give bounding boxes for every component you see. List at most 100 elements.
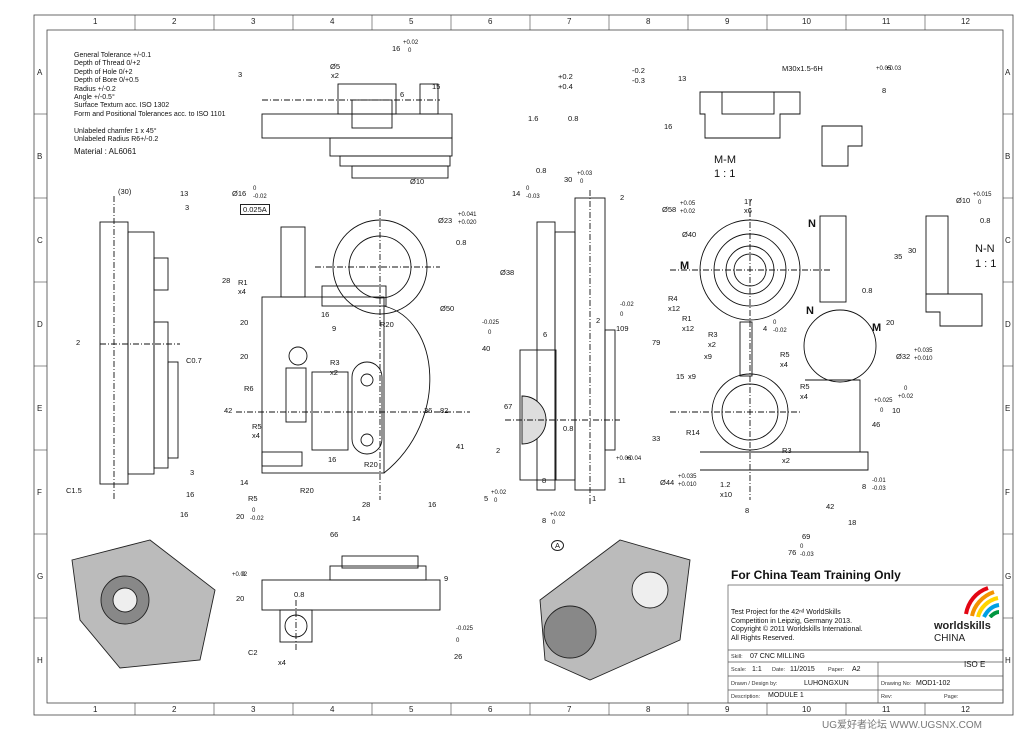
dim-right-79: 79 (652, 338, 661, 347)
dim-left-30: (30) (118, 187, 132, 196)
dim-front-r5a: R5 (252, 422, 262, 431)
section-view (505, 190, 620, 505)
dim-sec-109-tol-up: 0 (620, 312, 624, 318)
material-note: Material : AL6061 (74, 147, 137, 157)
zone-row-right-b: B (1005, 152, 1011, 161)
dim-front-r3-x2: x2 (330, 368, 338, 377)
dim-right-76-tol-up: 0 (800, 544, 804, 550)
note-line: Depth of Bore 0/+0.5 (74, 77, 139, 85)
zone-col-top-9: 9 (725, 17, 730, 26)
dim-front-dia16-tol-up: 0 (253, 186, 257, 192)
dim-right-r14: R14 (686, 428, 700, 437)
dim-right-1-2: 1.2 (720, 480, 731, 489)
dim-right-17: 17 (744, 197, 753, 206)
dim-right-46-tol-up: +0.025 (874, 398, 893, 404)
zone-row-right-e: E (1005, 404, 1011, 413)
drawing-no-label: Drawing No: (881, 681, 912, 687)
gdt-frame-0025a: 0.025A (240, 204, 270, 215)
watermark: UG爱好者论坛 WWW.UGSNX.COM (822, 720, 982, 731)
section-nn (925, 215, 983, 327)
note-line: Depth of Thread 0/+2 (74, 60, 141, 68)
dim-right-roughness: 0.8 (862, 286, 873, 295)
date-value: 11/2015 (790, 666, 815, 673)
dim-sec-8b-tol-low: 0 (552, 520, 556, 526)
standard-value: ISO E (964, 660, 986, 669)
skill-value: 07 CNC MILLING (750, 653, 805, 660)
dim-top-6: 6 (400, 90, 405, 99)
note-line: Depth of Hole 0/+2 (74, 68, 133, 76)
dim-bottom-9: 9 (444, 574, 449, 583)
dim-left-c15: C1.5 (66, 486, 82, 495)
zone-col-bottom-4: 4 (330, 705, 335, 714)
dim-right-r1: R1 (682, 314, 692, 323)
dim-right-r4: R4 (668, 294, 678, 303)
dim-nn-35: 35 (894, 252, 903, 261)
dim-left-16a: 16 (186, 490, 195, 499)
dim-bottom-roughness: 0.8 (294, 590, 305, 599)
dim-right-x6: x6 (744, 206, 752, 215)
dim-top-16-tol-low: 0 (408, 48, 412, 54)
dim-front-dia23: Ø23 (438, 216, 453, 225)
note-line: Angle +/-0.5° (74, 94, 115, 102)
dim-right-76: 76 (788, 548, 797, 557)
scale-value: 1:1 (752, 666, 762, 673)
dim-front-28: 28 (222, 276, 231, 285)
dim-right-x9b: x9 (704, 352, 712, 361)
dim-mm-16: 16 (664, 122, 673, 131)
dim-left-3b: 3 (190, 468, 195, 477)
dim-right-r3b: R3 (782, 446, 792, 455)
dim-front-20c-tol-low: -0.02 (250, 516, 264, 522)
zone-row-left-e: E (37, 404, 43, 413)
dim-bottom-c2: C2 (248, 648, 258, 657)
dim-bottom-26-tol-low: -0.025 (456, 626, 474, 632)
note-line: Surface Texturn acc. ISO 1302 (74, 102, 170, 110)
drawing-no-value: MOD1-102 (916, 680, 951, 687)
dim-nn-dia10-tol-up: +0.015 (973, 192, 992, 198)
zone-col-top-4: 4 (330, 17, 335, 26)
dim-sec-67: 67 (504, 402, 513, 411)
paper-value: A2 (852, 666, 861, 673)
dim-front-16c: 16 (428, 500, 437, 509)
dim-right-r5b: R5 (800, 382, 810, 391)
dim-top-x2: x2 (331, 71, 339, 80)
logo-wordmark: worldskills (934, 620, 991, 632)
dim-right-46-tol-low: 0 (880, 408, 884, 414)
dim-sec-30: 30 (564, 175, 573, 184)
dim-sec-6: 6 (543, 330, 548, 339)
dim-front-66: 66 (330, 530, 339, 539)
dim-right-42: 42 (826, 502, 835, 511)
dim-front-dia16-tol-low: -0.02 (253, 194, 267, 200)
zone-col-top-12: 12 (961, 17, 970, 26)
dim-sec-30-tol-low: 0 (580, 179, 584, 185)
note-line: Radius +/-0.2 (74, 85, 116, 93)
page-label: Page: (944, 694, 959, 700)
dim-right-18: 18 (848, 518, 857, 527)
datum-a: A (551, 540, 565, 551)
dim-front-r5b: R5 (248, 494, 258, 503)
dim-right-4-tol-up: 0 (773, 320, 777, 326)
project-line: Copyright © 2011 Worldskills Internation… (731, 626, 863, 633)
zone-row-right-g: G (1005, 572, 1012, 581)
dim-front-r1-x4: x4 (238, 287, 246, 296)
project-line: Competition in Leipzig, Germany 2013. (731, 617, 853, 625)
zone-row-right-d: D (1005, 320, 1011, 329)
logo-country: CHINA (934, 633, 966, 644)
dim-sec-roughness-a: 0.8 (536, 166, 547, 175)
dim-sec-2b: 2 (596, 316, 601, 325)
dim-right-r4-x12: x12 (668, 304, 681, 313)
dim-bottom-x4: x4 (278, 658, 286, 667)
note-line: General Tolerance +/-0.1 (74, 52, 152, 59)
dim-front-r1: R1 (238, 278, 248, 287)
dim-right-dia58: Ø58 (662, 205, 677, 214)
dim-right-r5b-x4: x4 (800, 392, 808, 401)
drawn-label: Drawn / Design by: (731, 681, 778, 687)
dim-right-r5a-x4: x4 (780, 360, 788, 369)
zone-col-top-5: 5 (409, 17, 414, 26)
zone-row-right-a: A (1005, 68, 1011, 77)
zone-row-left-d: D (37, 320, 43, 329)
zone-col-top-7: 7 (567, 17, 572, 26)
dim-right-r1-x12: x12 (682, 324, 695, 333)
dim-right-x10: x10 (720, 490, 733, 499)
dim-sec-8b: 8 (542, 516, 547, 525)
dim-sec-11-tol-up: +0.06 (616, 456, 632, 462)
